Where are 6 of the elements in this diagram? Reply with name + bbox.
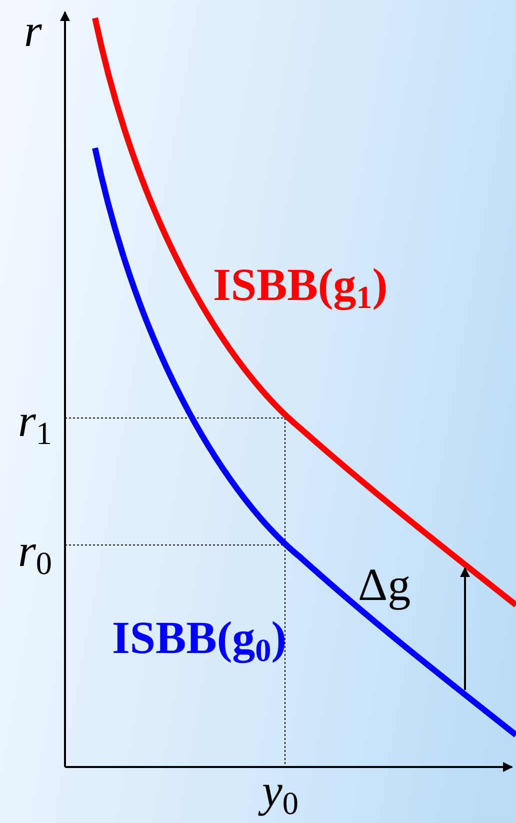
curve-label: ISBB(g$_{1}$) — [213, 262, 388, 314]
shift-label: Δg — [358, 562, 411, 608]
axis-label: r$_{0}$ — [18, 528, 52, 580]
curve-label: ISBB(g$_{0}$) — [112, 615, 287, 666]
axis-label: r$_{1}$ — [18, 398, 52, 450]
axis-label: r — [24, 8, 42, 54]
